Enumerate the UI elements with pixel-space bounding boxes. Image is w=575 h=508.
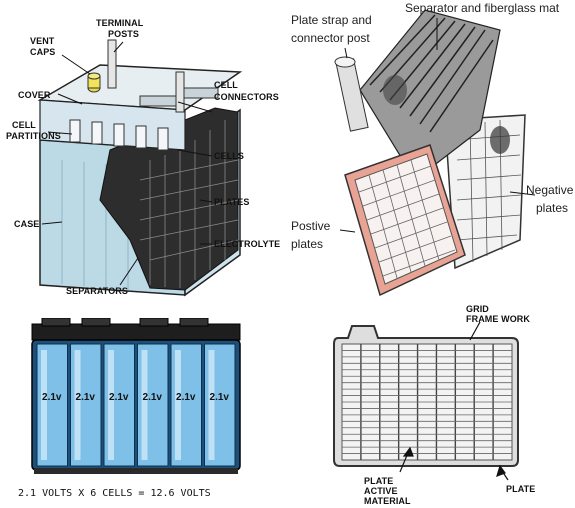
- label-negative-plates: Negative plates: [526, 183, 574, 215]
- label-separators: SEPARATORS: [66, 286, 128, 296]
- label-electrolyte: ELECTROLYTE: [214, 239, 280, 249]
- label-cover: COVER: [18, 90, 51, 100]
- grid-plate-diagram: GRID FRAME WORK PLATE ACTIVE MATERIAL PL…: [300, 300, 575, 508]
- label-plate: PLATE: [506, 484, 535, 494]
- svg-text:CAPS: CAPS: [30, 47, 55, 57]
- cells-group: 2.1v 2.1v 2.1v 2.1v 2.1v 2.1v: [36, 343, 236, 467]
- connector-post: [334, 56, 369, 132]
- label-case: CASE: [14, 219, 39, 229]
- cell-voltage-6: 2.1v: [210, 392, 230, 403]
- svg-text:PARTITIONS: PARTITIONS: [6, 131, 61, 141]
- cell-voltage-2: 2.1v: [76, 392, 96, 403]
- plate-stack-diagram: Plate strap and connector post Separator…: [285, 0, 575, 305]
- svg-text:VENT: VENT: [30, 36, 55, 46]
- positive-plate: [344, 144, 466, 297]
- svg-text:connector post: connector post: [291, 31, 370, 45]
- battery-cutaway-diagram: VENT CAPS TERMINAL POSTS COVER CELL PART…: [0, 0, 290, 300]
- svg-text:GRID: GRID: [466, 304, 489, 314]
- label-positive-plates: Postive plates: [291, 219, 331, 251]
- label-plate-strap: Plate strap and connector post: [291, 13, 372, 45]
- label-cell-partitions: CELL PARTITIONS: [6, 120, 61, 141]
- voltage-caption: 2.1 VOLTS X 6 CELLS = 12.6 VOLTS: [18, 488, 211, 499]
- label-grid-frame-work: GRID FRAME WORK: [466, 304, 530, 324]
- separator-stack: [359, 9, 501, 181]
- svg-text:Negative: Negative: [526, 183, 574, 197]
- svg-text:CONNECTORS: CONNECTORS: [214, 92, 279, 102]
- label-separator: Separator and fiberglass mat: [405, 1, 560, 15]
- label-plate-active-material: PLATE ACTIVE MATERIAL: [364, 476, 411, 506]
- label-cells: CELLS: [214, 151, 244, 161]
- svg-text:POSTS: POSTS: [108, 29, 139, 39]
- svg-text:Postive: Postive: [291, 219, 331, 233]
- label-cell-connectors: CELL CONNECTORS: [214, 80, 279, 102]
- cell-voltage-1: 2.1v: [42, 392, 62, 403]
- svg-text:plates: plates: [291, 237, 323, 251]
- svg-text:plates: plates: [536, 201, 568, 215]
- cell-voltage-3: 2.1v: [109, 392, 129, 403]
- terminal-post-left: [107, 39, 117, 89]
- svg-text:TERMINAL: TERMINAL: [96, 18, 144, 28]
- vent-cap: [87, 72, 101, 93]
- svg-text:Plate strap and: Plate strap and: [291, 13, 372, 27]
- six-cell-battery-diagram: 2.1v 2.1v 2.1v 2.1v 2.1v 2.1v 2.1 VOLTS X 6 C…: [0, 318, 270, 508]
- svg-text:CELL: CELL: [12, 120, 36, 130]
- svg-text:PLATE: PLATE: [364, 476, 393, 486]
- label-plates: PLATES: [214, 197, 249, 207]
- terminal-post-right: [175, 71, 185, 113]
- svg-text:ACTIVE: ACTIVE: [364, 486, 398, 496]
- svg-text:FRAME WORK: FRAME WORK: [466, 314, 530, 324]
- grid-lines: [342, 344, 512, 460]
- cell-voltage-5: 2.1v: [176, 392, 196, 403]
- cell-voltage-4: 2.1v: [143, 392, 163, 403]
- svg-text:CELL: CELL: [214, 80, 238, 90]
- label-terminal-posts: TERMINAL POSTS: [96, 18, 144, 39]
- label-vent-caps: VENT CAPS: [30, 36, 55, 57]
- svg-text:MATERIAL: MATERIAL: [364, 496, 411, 506]
